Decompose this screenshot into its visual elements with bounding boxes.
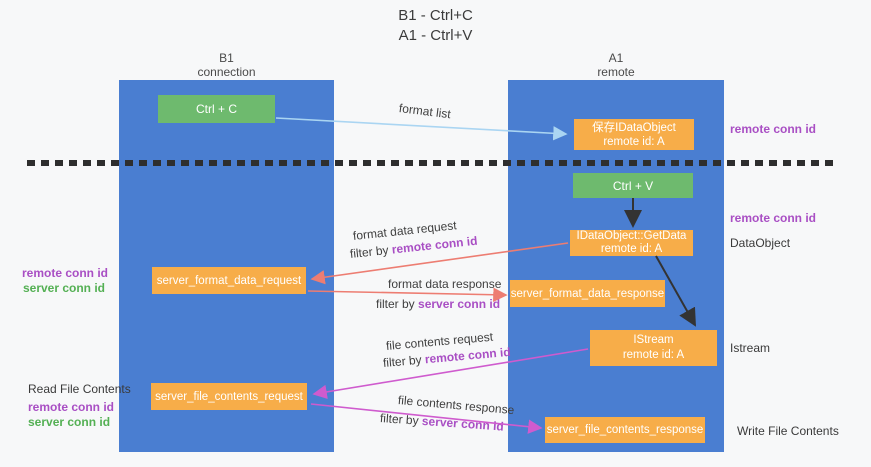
title-line-2: A1 - Ctrl+V bbox=[398, 27, 473, 44]
annotation-server-conn-id-left-2: server conn id bbox=[28, 415, 111, 429]
annotation-conn-ids-format: remote conn id server conn id bbox=[22, 266, 109, 296]
node-ctrl-v: Ctrl + V bbox=[573, 173, 693, 198]
node-server-format-data-response: server_format_data_response bbox=[510, 280, 665, 307]
annotation-write-file-contents: Write File Contents bbox=[737, 424, 839, 438]
server-conn-id-text: server conn id bbox=[421, 413, 505, 434]
filter-by-text: filter by bbox=[349, 242, 393, 261]
annotation-istream: Istream bbox=[730, 341, 771, 355]
filter-by-text: filter by bbox=[376, 297, 419, 311]
format-data-response-arrow bbox=[307, 287, 508, 302]
flow-label-format-data-response: format data response bbox=[388, 277, 502, 291]
lane-header-b1: B1 connection bbox=[119, 51, 334, 79]
node-ctrl-c: Ctrl + C bbox=[158, 95, 275, 123]
istream-label: IStream bbox=[633, 334, 674, 346]
node-save-idataobject: 保存IDataObject remote id: A bbox=[574, 119, 694, 150]
node-istream: IStream remote id: A bbox=[590, 330, 717, 366]
filter-by-text: filter by bbox=[382, 352, 426, 370]
filter-by-text: filter by bbox=[379, 411, 423, 428]
node-server-format-data-request: server_format_data_request bbox=[152, 267, 306, 294]
server-format-data-request-label: server_format_data_request bbox=[156, 274, 302, 287]
annotation-remote-conn-id-left: remote conn id bbox=[22, 266, 109, 280]
ctrl-v-label: Ctrl + V bbox=[612, 178, 654, 193]
flow-label-format-list: format list bbox=[398, 101, 452, 122]
lane-a1-name: A1 bbox=[608, 51, 624, 65]
annotation-remote-conn-id-top: remote conn id bbox=[730, 122, 817, 136]
istream-remote-id: remote id: A bbox=[622, 349, 685, 361]
server-file-contents-request-label: server_file_contents_request bbox=[155, 390, 303, 403]
ctrl-c-label: Ctrl + C bbox=[195, 102, 237, 116]
lane-b1-name: B1 bbox=[219, 51, 234, 65]
annotation-read-file-contents: Read File Contents bbox=[28, 382, 131, 396]
node-server-file-contents-request: server_file_contents_request bbox=[151, 383, 307, 410]
diagram-title: B1 - Ctrl+C A1 - Ctrl+V bbox=[0, 6, 871, 46]
annotation-dataobject: DataObject bbox=[730, 236, 791, 250]
annotation-remote-conn-id-left-2: remote conn id bbox=[28, 400, 115, 414]
getdata-remote-id: remote id: A bbox=[600, 243, 663, 255]
annotation-remote-conn-id-mid: remote conn id bbox=[730, 211, 817, 225]
server-file-contents-response-label: server_file_contents_response bbox=[546, 424, 704, 436]
save-idataobject-remote-id: remote id: A bbox=[603, 135, 665, 148]
save-idataobject-label: 保存IDataObject bbox=[592, 121, 676, 134]
lane-header-a1: A1 remote bbox=[508, 51, 724, 79]
annotation-conn-ids-file: remote conn id server conn id bbox=[28, 400, 115, 430]
node-server-file-contents-response: server_file_contents_response bbox=[545, 417, 705, 443]
title-line-1: B1 - Ctrl+C bbox=[398, 7, 473, 24]
server-format-data-response-label: server_format_data_response bbox=[510, 287, 665, 300]
getdata-label: IDataObject::GetData bbox=[576, 230, 687, 242]
annotation-server-conn-id-left: server conn id bbox=[22, 281, 105, 295]
lane-b1-role: connection bbox=[197, 65, 256, 79]
server-conn-id-text: server conn id bbox=[418, 297, 501, 311]
flow-label-filter-server-1: filter by server conn id bbox=[376, 297, 500, 311]
node-idataobject-getdata: IDataObject::GetData remote id: A bbox=[570, 230, 693, 256]
lane-a1-role: remote bbox=[597, 65, 635, 79]
